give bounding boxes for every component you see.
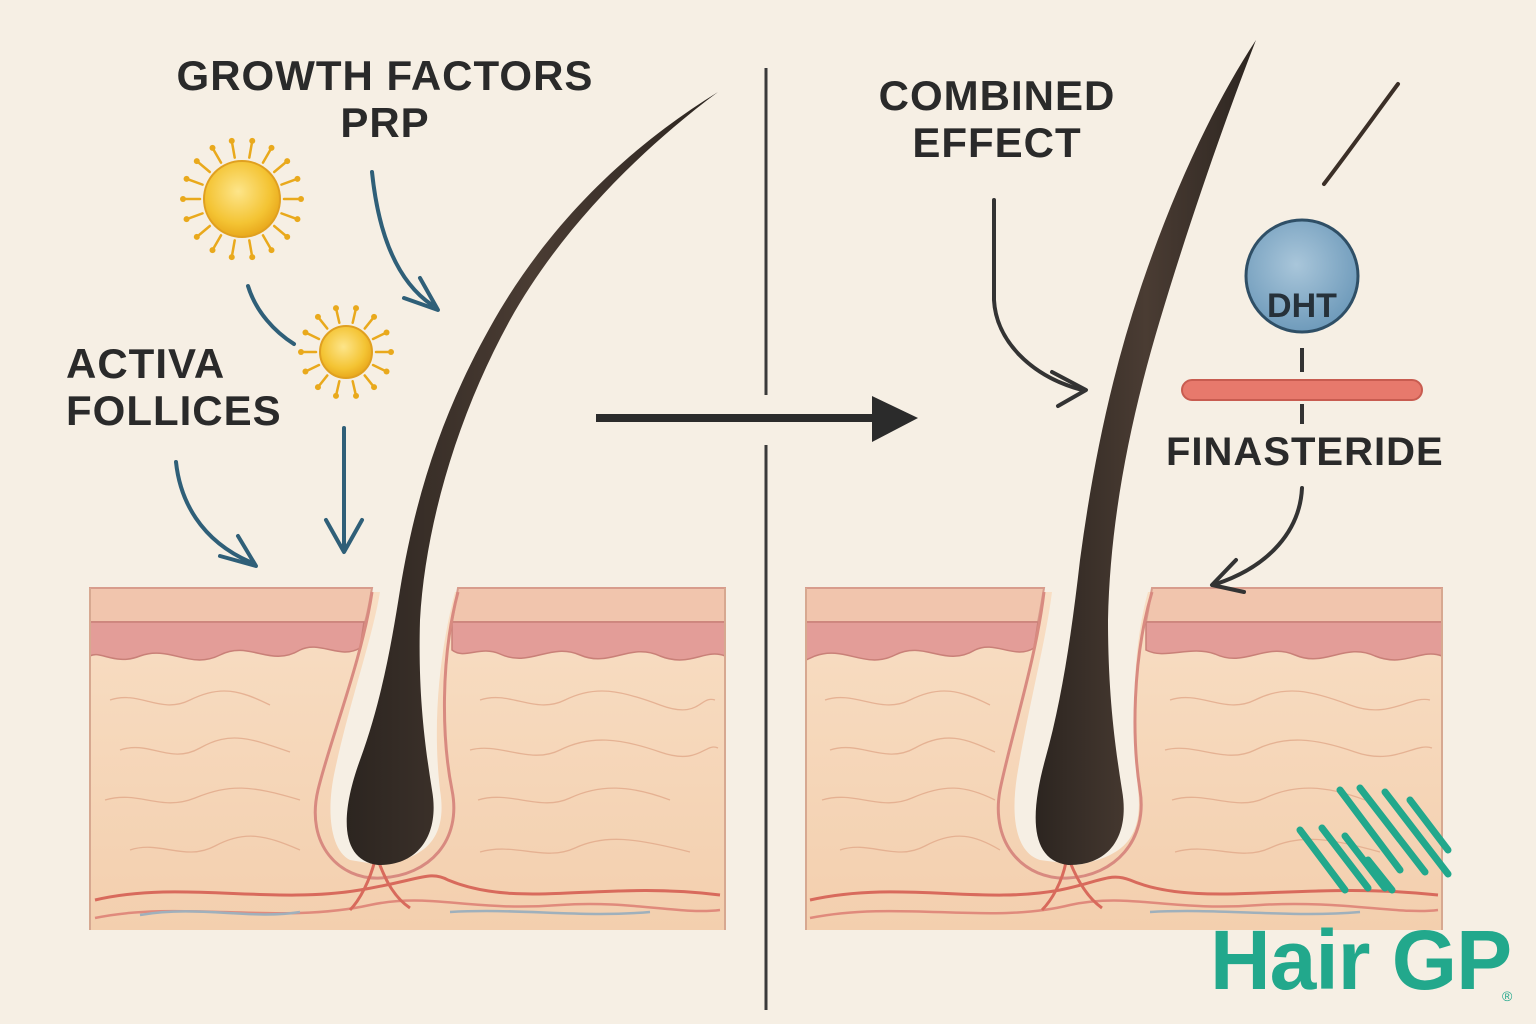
- sun-ray: [248, 239, 253, 256]
- sun-ray: [335, 309, 341, 325]
- dermis-fibers-right: [821, 690, 1433, 854]
- sun-ray-tip: [298, 196, 304, 202]
- sun-ray-tip: [268, 144, 275, 151]
- arrowhead-activa: [218, 534, 258, 568]
- sun-ray-tip: [332, 305, 339, 312]
- sun-ray-tip: [388, 349, 394, 355]
- arrowhead-finasteride: [1210, 558, 1246, 594]
- sun-ray-tip: [284, 158, 291, 165]
- finasteride-inhibition-bar: [1181, 379, 1423, 401]
- sun-ray: [212, 149, 223, 164]
- sun-ray: [371, 363, 386, 372]
- sun-ray-tip: [332, 392, 339, 399]
- sun-ray-tip: [298, 349, 304, 355]
- label-combined-effect: COMBINED EFFECT: [862, 72, 1132, 166]
- hair-strand-top-right: [1322, 82, 1400, 186]
- logo-wordmark: Hair GP: [1210, 913, 1512, 1007]
- sun-ray: [261, 234, 272, 249]
- logo-registered-mark: ®: [1502, 988, 1513, 1004]
- sun-ray-tip: [249, 254, 256, 261]
- label-growth-factors-prp: GROWTH FACTORS PRP: [170, 52, 600, 146]
- label-follices: FOLLICES: [66, 387, 282, 435]
- sun-ray: [231, 239, 236, 256]
- sun-ray: [363, 374, 374, 387]
- sun-ray-tip: [383, 329, 390, 336]
- arrowhead-prp: [402, 276, 440, 312]
- sun-ray: [306, 363, 321, 372]
- sun-ray: [212, 234, 223, 249]
- sun-ray-tip: [183, 216, 190, 223]
- sun-ray: [318, 374, 329, 387]
- sun-ray: [280, 212, 296, 220]
- sun-ray-tip: [209, 144, 216, 151]
- label-combined: COMBINED: [878, 72, 1116, 119]
- sun-ray-tip: [180, 196, 186, 202]
- sun-ray-tip: [371, 313, 378, 320]
- sun-ray: [335, 379, 341, 395]
- arrow-prp-to-hair: [370, 170, 434, 307]
- label-dht: DHT: [1267, 286, 1337, 325]
- sun-ray: [188, 212, 204, 220]
- label-growth-factors: GROWTH FACTORS: [176, 52, 594, 99]
- label-activa: ACTIVA: [66, 340, 226, 387]
- sun-ray: [371, 332, 386, 341]
- arrowhead-sun: [324, 518, 364, 554]
- sun-ray-tip: [209, 247, 216, 254]
- dht-molecule: [1244, 218, 1360, 334]
- dermis-fibers: [104, 690, 719, 854]
- sun-ray-tip: [294, 216, 301, 223]
- transition-arrow: [596, 396, 918, 442]
- sun-ray-tip: [353, 392, 360, 399]
- growth-factor-sun-small: [298, 305, 394, 399]
- arrow-activa-to-skin: [174, 460, 252, 564]
- sun-ray-tip: [353, 305, 360, 312]
- sun-ray: [318, 317, 329, 330]
- sun-ray-tip: [294, 175, 301, 182]
- label-finasteride: FINASTERIDE: [1166, 430, 1444, 474]
- sun-ray-tip: [302, 329, 309, 336]
- sun-ray-tip: [371, 384, 378, 391]
- right-hair-shaft: [1035, 40, 1256, 866]
- growth-factor-sun-large: [180, 137, 304, 261]
- logo-hair-strokes: [1296, 784, 1452, 894]
- left-skin-section: [89, 587, 726, 930]
- sun-ray: [272, 161, 287, 174]
- label-activa-follices: ACTIVA FOLLICES: [66, 340, 282, 434]
- sun-ray-tip: [228, 254, 235, 261]
- sun-ray: [261, 149, 272, 164]
- left-arrows: [174, 170, 440, 568]
- sun-ray: [351, 309, 357, 325]
- sun-ray: [363, 317, 374, 330]
- sun-ray-tip: [314, 384, 321, 391]
- sun-ray-tip: [383, 368, 390, 375]
- sun-ray: [280, 178, 296, 186]
- sun-ray-tip: [314, 313, 321, 320]
- connector-sun: [246, 284, 296, 346]
- arrowhead-combined: [1050, 370, 1088, 408]
- sun-ray-tip: [193, 158, 200, 165]
- sun-ray: [188, 178, 204, 186]
- arrow-combined-to-hair: [992, 198, 1084, 392]
- sun-ray-tip: [268, 247, 275, 254]
- label-prp: PRP: [340, 99, 430, 147]
- sun-ray: [231, 142, 236, 159]
- sun-ray: [197, 161, 212, 174]
- sun-ray: [248, 142, 253, 159]
- sun-ray: [351, 379, 357, 395]
- right-skin-section: [805, 587, 1443, 930]
- sun-ray: [197, 224, 212, 237]
- right-arrows: [992, 198, 1304, 594]
- sun-ray-tip: [302, 368, 309, 375]
- sun-ray-tip: [193, 233, 200, 240]
- label-effect: EFFECT: [912, 119, 1082, 167]
- sun-ray-tip: [228, 137, 235, 144]
- sun-ray: [272, 224, 287, 237]
- sun-ray-tip: [183, 175, 190, 182]
- sun-ray-tip: [249, 137, 256, 144]
- left-hair-shaft: [346, 92, 718, 866]
- arrow-finasteride-to-skin: [1214, 486, 1304, 586]
- sun-ray: [306, 332, 321, 341]
- sun-ray-tip: [284, 233, 291, 240]
